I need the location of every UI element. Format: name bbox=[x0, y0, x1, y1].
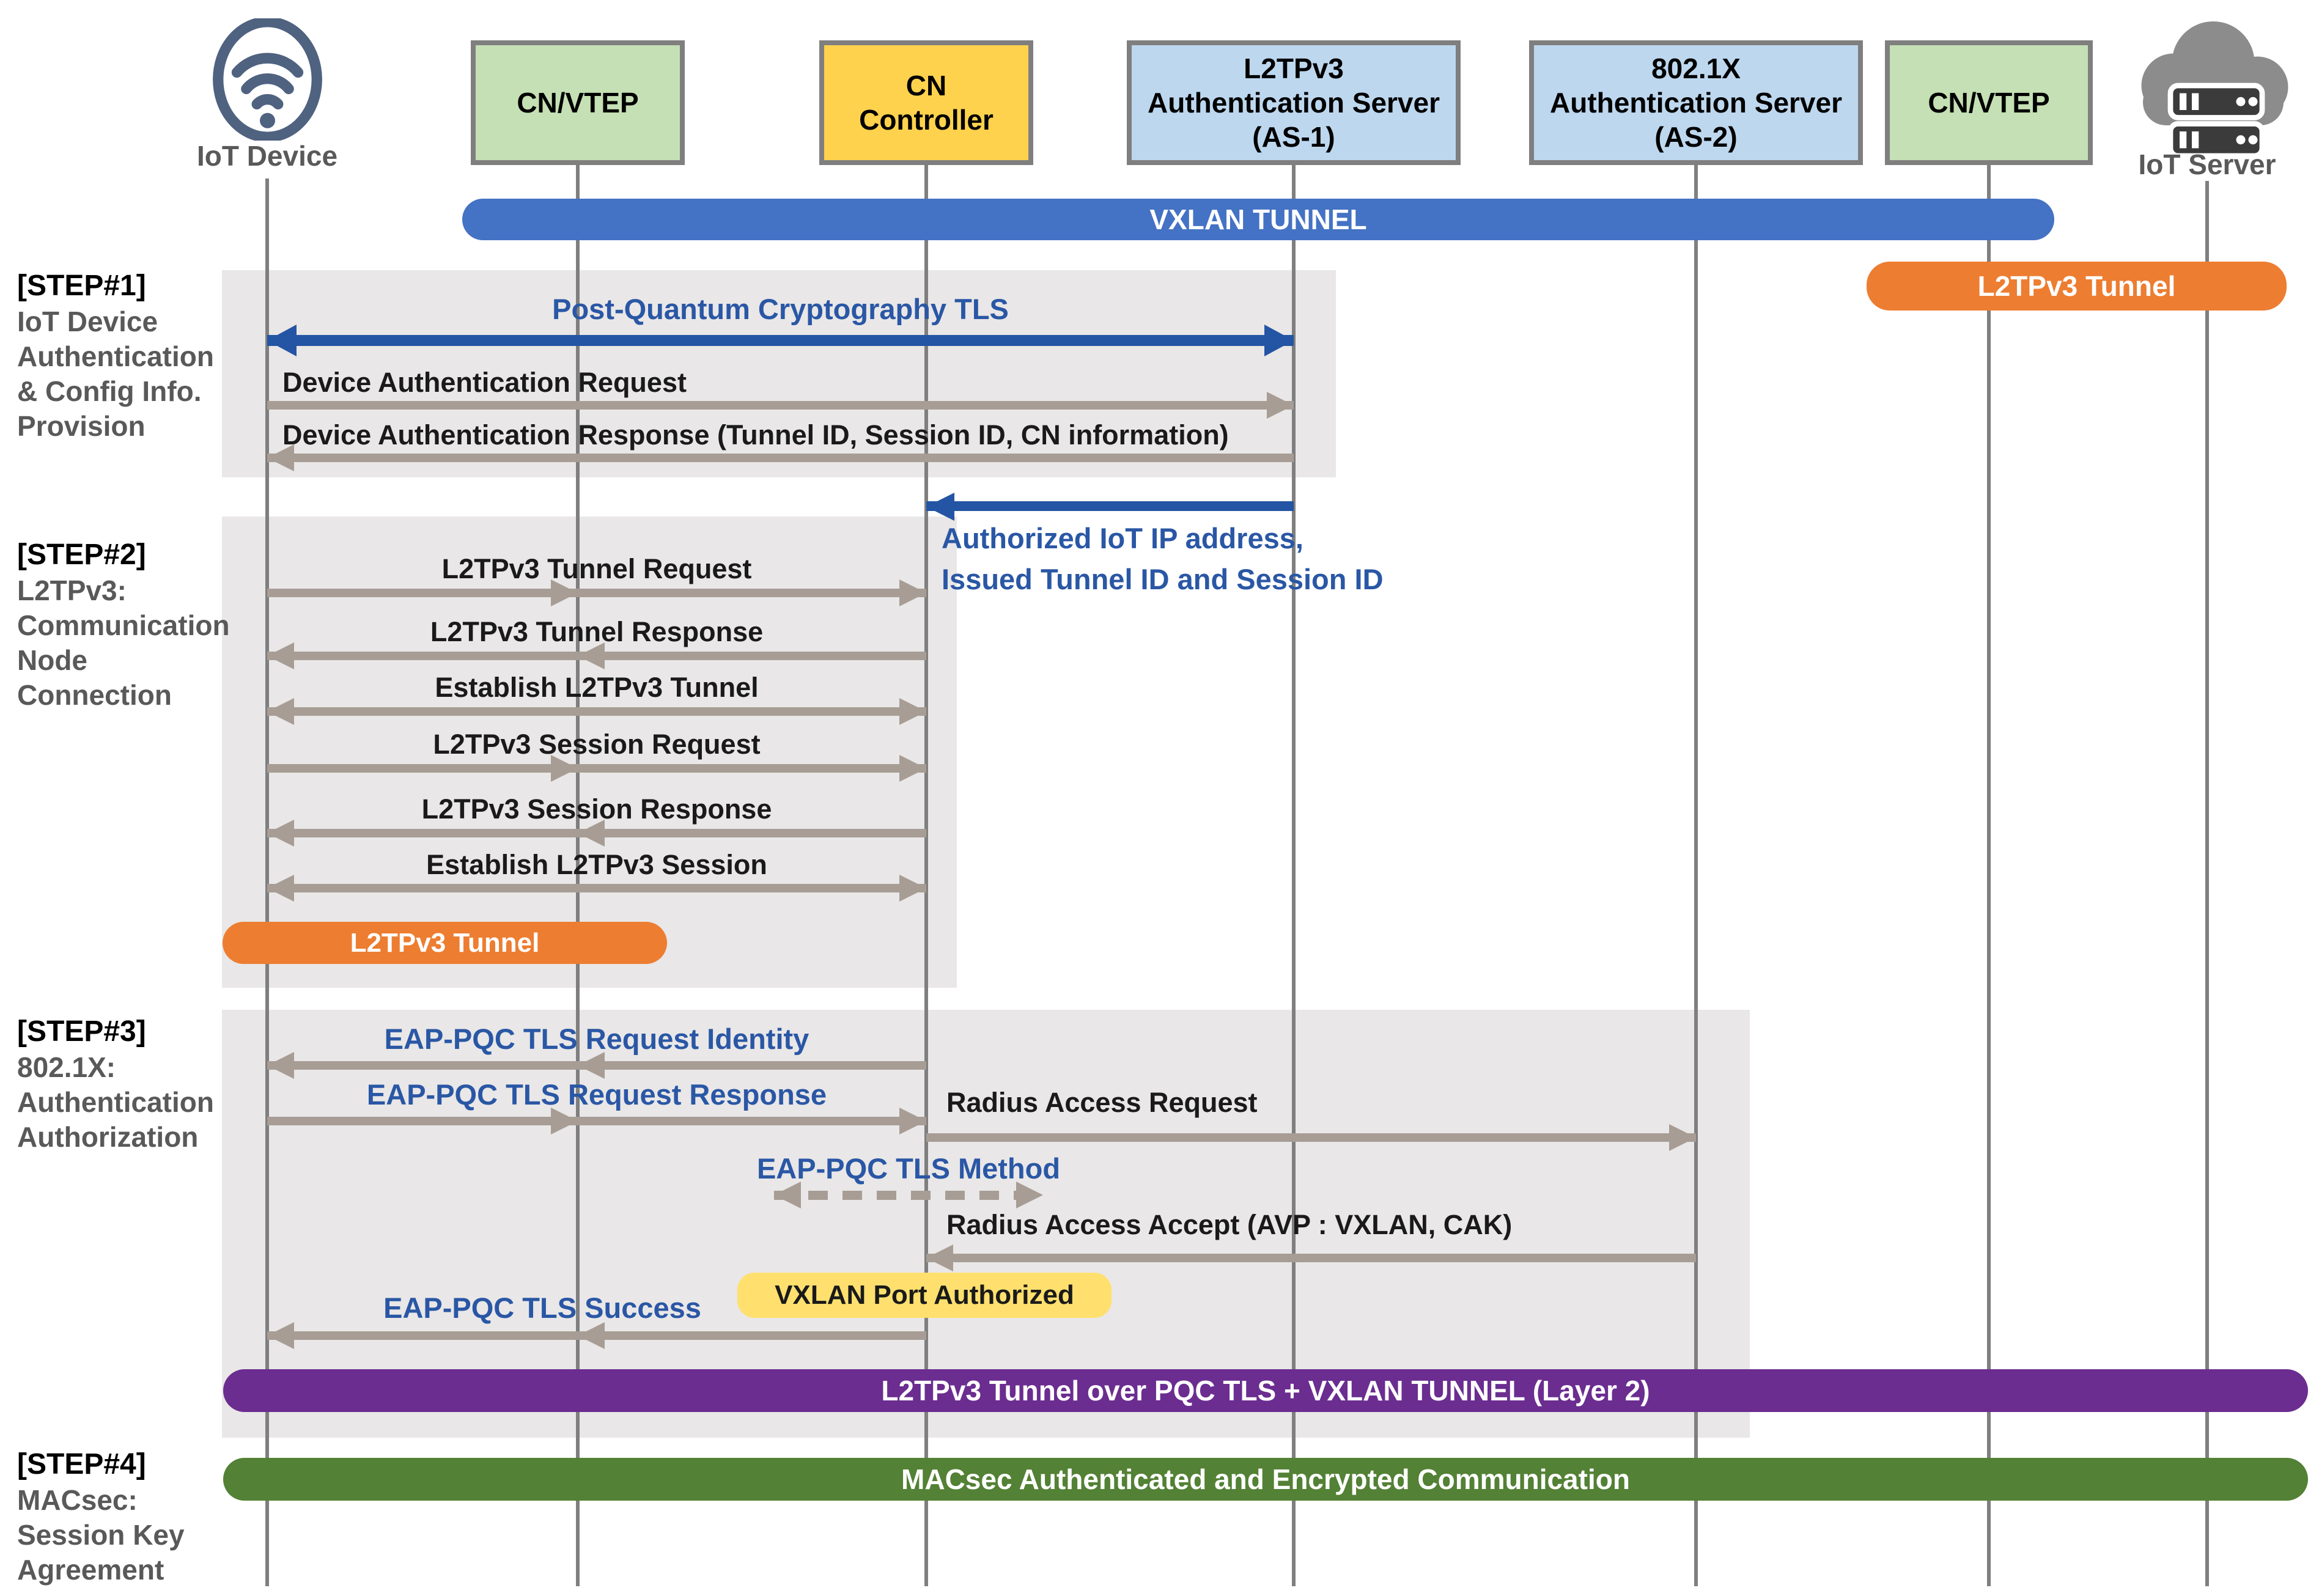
msg-l2tpv3-tunnel-req-label: L2TPv3 Tunnel Request bbox=[441, 553, 752, 584]
arrowhead bbox=[267, 1052, 294, 1079]
msg-establish-l2tpv3-tunnel-label: Establish L2TPv3 Tunnel bbox=[435, 672, 759, 703]
msg-l2tpv3-session-req-label: L2TPv3 Session Request bbox=[433, 729, 761, 760]
msg-radius-access-request-label: Radius Access Request bbox=[946, 1087, 1258, 1118]
actor-box-cn-vtep-right: CN/VTEP bbox=[1885, 40, 2093, 165]
wifi-device-icon bbox=[208, 17, 327, 142]
arrowhead bbox=[899, 1108, 926, 1134]
actor-box-as1: L2TPv3 Authentication Server (AS-1) bbox=[1127, 40, 1461, 165]
arrowhead bbox=[267, 698, 294, 725]
actor-label-as1-line3: (AS-1) bbox=[1252, 121, 1335, 153]
actor-label-cn-vtep-left: CN/VTEP bbox=[517, 86, 639, 119]
arrowhead bbox=[267, 1322, 294, 1349]
actor-box-cn-vtep-left: CN/VTEP bbox=[471, 40, 685, 165]
msg-l2tpv3-session-resp-label: L2TPv3 Session Response bbox=[421, 793, 772, 825]
vxlan-tunnel-bar: VXLAN TUNNEL bbox=[462, 199, 2054, 240]
msg-authorized-info-label: Authorized IoT IP address, Issued Tunnel… bbox=[942, 522, 1384, 595]
arrowhead bbox=[1669, 1124, 1696, 1151]
arrowhead bbox=[551, 1108, 578, 1134]
actor-label-iot-device: IoT Device bbox=[196, 140, 338, 172]
pqc-vxlan-layer2-bar: L2TPv3 Tunnel over PQC TLS + VXLAN TUNNE… bbox=[223, 1369, 2308, 1412]
arrowhead bbox=[551, 755, 578, 782]
msg-eap-tls-success-label: EAP-PQC TLS Success bbox=[383, 1292, 701, 1324]
lifeline-iot-server bbox=[2205, 181, 2209, 1586]
lifeline-cn-vtep-right bbox=[1987, 165, 1991, 1586]
step2-tag: [STEP#2] bbox=[17, 539, 146, 571]
actor-label-as1-line1: L2TPv3 bbox=[1244, 52, 1344, 84]
step4-tag: [STEP#4] bbox=[17, 1448, 146, 1480]
arrowhead bbox=[578, 642, 605, 669]
arrowhead bbox=[1264, 325, 1294, 356]
arrowhead bbox=[899, 875, 926, 902]
step1-tag: [STEP#1] bbox=[17, 270, 146, 302]
arrowhead bbox=[926, 493, 954, 521]
arrowhead bbox=[926, 1245, 953, 1271]
actor-label-as1-line2: Authentication Server bbox=[1148, 86, 1440, 119]
arrowhead bbox=[774, 1182, 801, 1208]
arrowhead bbox=[267, 444, 294, 471]
arrowhead bbox=[899, 579, 926, 606]
actor-label-cn-controller-line1: CN bbox=[905, 69, 947, 101]
step3-label: [STEP#3] 802.1X: Authentication Authoriz… bbox=[17, 1013, 214, 1155]
arrowhead bbox=[578, 1322, 605, 1349]
l2tpv3-tunnel-bar-left: L2TPv3 Tunnel bbox=[223, 922, 667, 964]
step3-tag: [STEP#3] bbox=[17, 1015, 146, 1048]
lifeline-cn-vtep-left bbox=[576, 165, 580, 1586]
msg-eap-tls-method-label: EAP-PQC TLS Method bbox=[756, 1152, 1061, 1185]
arrowhead bbox=[1016, 1182, 1043, 1208]
step2-label: [STEP#2] L2TPv3: Communication Node Conn… bbox=[17, 537, 230, 713]
actor-box-as2: 802.1X Authentication Server (AS-2) bbox=[1529, 40, 1863, 165]
actor-label-as2-line3: (AS-2) bbox=[1654, 121, 1738, 153]
arrowhead bbox=[578, 820, 605, 847]
macsec-bar: MACsec Authenticated and Encrypted Commu… bbox=[223, 1458, 2308, 1501]
arrowhead bbox=[899, 698, 926, 725]
arrowhead bbox=[1267, 392, 1294, 419]
step1-label: [STEP#1] IoT Device Authentication & Con… bbox=[17, 268, 214, 444]
arrowhead bbox=[267, 325, 297, 356]
actor-label-cn-controller-line2: Controller bbox=[859, 104, 994, 136]
vxlan-port-authorized-badge: VXLAN Port Authorized bbox=[737, 1273, 1112, 1318]
cloud-server-icon bbox=[2122, 12, 2299, 159]
lifeline-as2 bbox=[1694, 165, 1698, 1586]
msg-l2tpv3-tunnel-resp-label: L2TPv3 Tunnel Response bbox=[430, 616, 764, 647]
msg-establish-l2tpv3-session-label: Establish L2TPv3 Session bbox=[426, 849, 767, 880]
step1-panel bbox=[222, 270, 1336, 477]
arrowhead bbox=[267, 642, 294, 669]
arrowhead bbox=[267, 875, 294, 902]
actor-label-cn-vtep-right: CN/VTEP bbox=[1928, 86, 2050, 119]
arrowhead bbox=[267, 820, 294, 847]
msg-pqc-tls-label: Post-Quantum Cryptography TLS bbox=[552, 293, 1009, 325]
msg-dev-auth-resp-label: Device Authentication Response (Tunnel I… bbox=[282, 419, 1229, 450]
actor-box-cn-controller: CN Controller bbox=[819, 40, 1033, 165]
arrowhead bbox=[551, 579, 578, 606]
arrowhead bbox=[578, 1052, 605, 1079]
msg-eap-req-identity-label: EAP-PQC TLS Request Identity bbox=[384, 1023, 809, 1055]
actor-label-iot-server: IoT Server bbox=[2138, 149, 2276, 180]
arrowhead bbox=[899, 755, 926, 782]
l2tpv3-tunnel-bar-right: L2TPv3 Tunnel bbox=[1867, 262, 2287, 311]
step3-panel bbox=[222, 1010, 1750, 1438]
msg-eap-req-response-label: EAP-PQC TLS Request Response bbox=[366, 1078, 827, 1111]
msg-radius-access-accept-label: Radius Access Accept (AVP : VXLAN, CAK) bbox=[946, 1209, 1513, 1240]
msg-dev-auth-req-label: Device Authentication Request bbox=[282, 367, 687, 398]
lifeline-cn-controller bbox=[924, 165, 928, 1586]
step4-label: [STEP#4] MACsec: Session Key Agreement bbox=[17, 1446, 185, 1587]
lifeline-as1 bbox=[1292, 165, 1296, 1586]
actor-label-as2-line1: 802.1X bbox=[1651, 52, 1741, 84]
actor-label-as2-line2: Authentication Server bbox=[1550, 86, 1842, 119]
